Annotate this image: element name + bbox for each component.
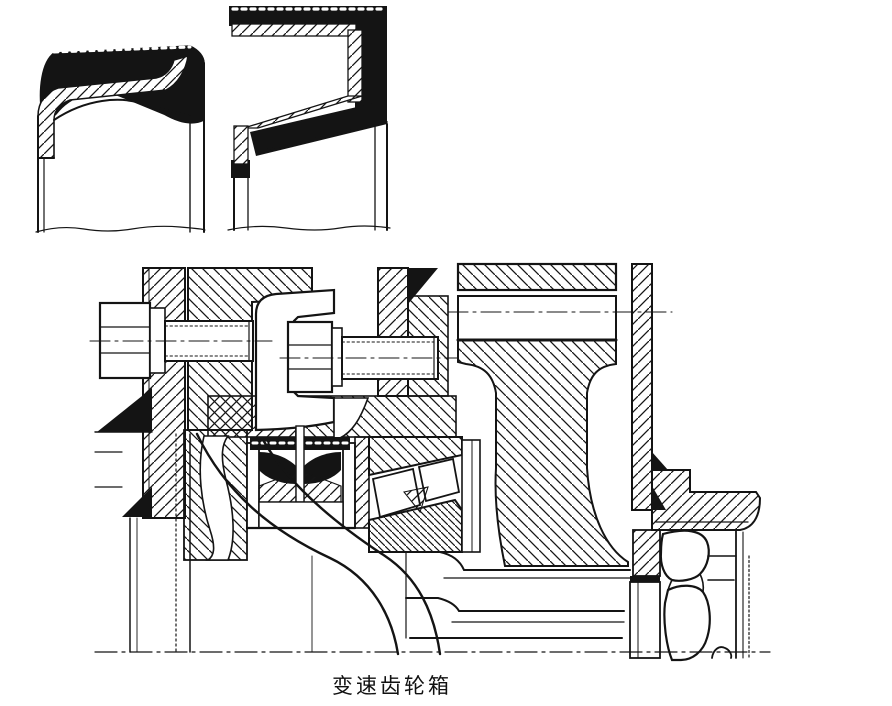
bearing-cap-left [183, 429, 248, 561]
bolt-center [279, 320, 459, 394]
housing-right-wall [631, 263, 668, 511]
figure-caption: 变速齿轮箱 [332, 674, 452, 698]
hub-web [175, 432, 442, 656]
gear-teeth-profile [659, 529, 750, 662]
gearbox-section [89, 262, 771, 662]
oil-seal-assembly [245, 425, 357, 530]
shaft-sleeve-steps [405, 551, 631, 639]
bolt-left [89, 301, 273, 380]
weld-seam-icon [122, 487, 152, 517]
gear-wheel [447, 262, 673, 567]
weld-seam-icon [652, 452, 668, 470]
seal-detail-small [35, 45, 206, 234]
right-flange [651, 469, 762, 531]
right-spacer-stack [629, 529, 661, 659]
weld-seam-icon [408, 268, 438, 304]
seal-detail-large [227, 6, 391, 232]
tapered-roller-bearing [368, 436, 481, 553]
weld-seam-icon [97, 388, 152, 432]
